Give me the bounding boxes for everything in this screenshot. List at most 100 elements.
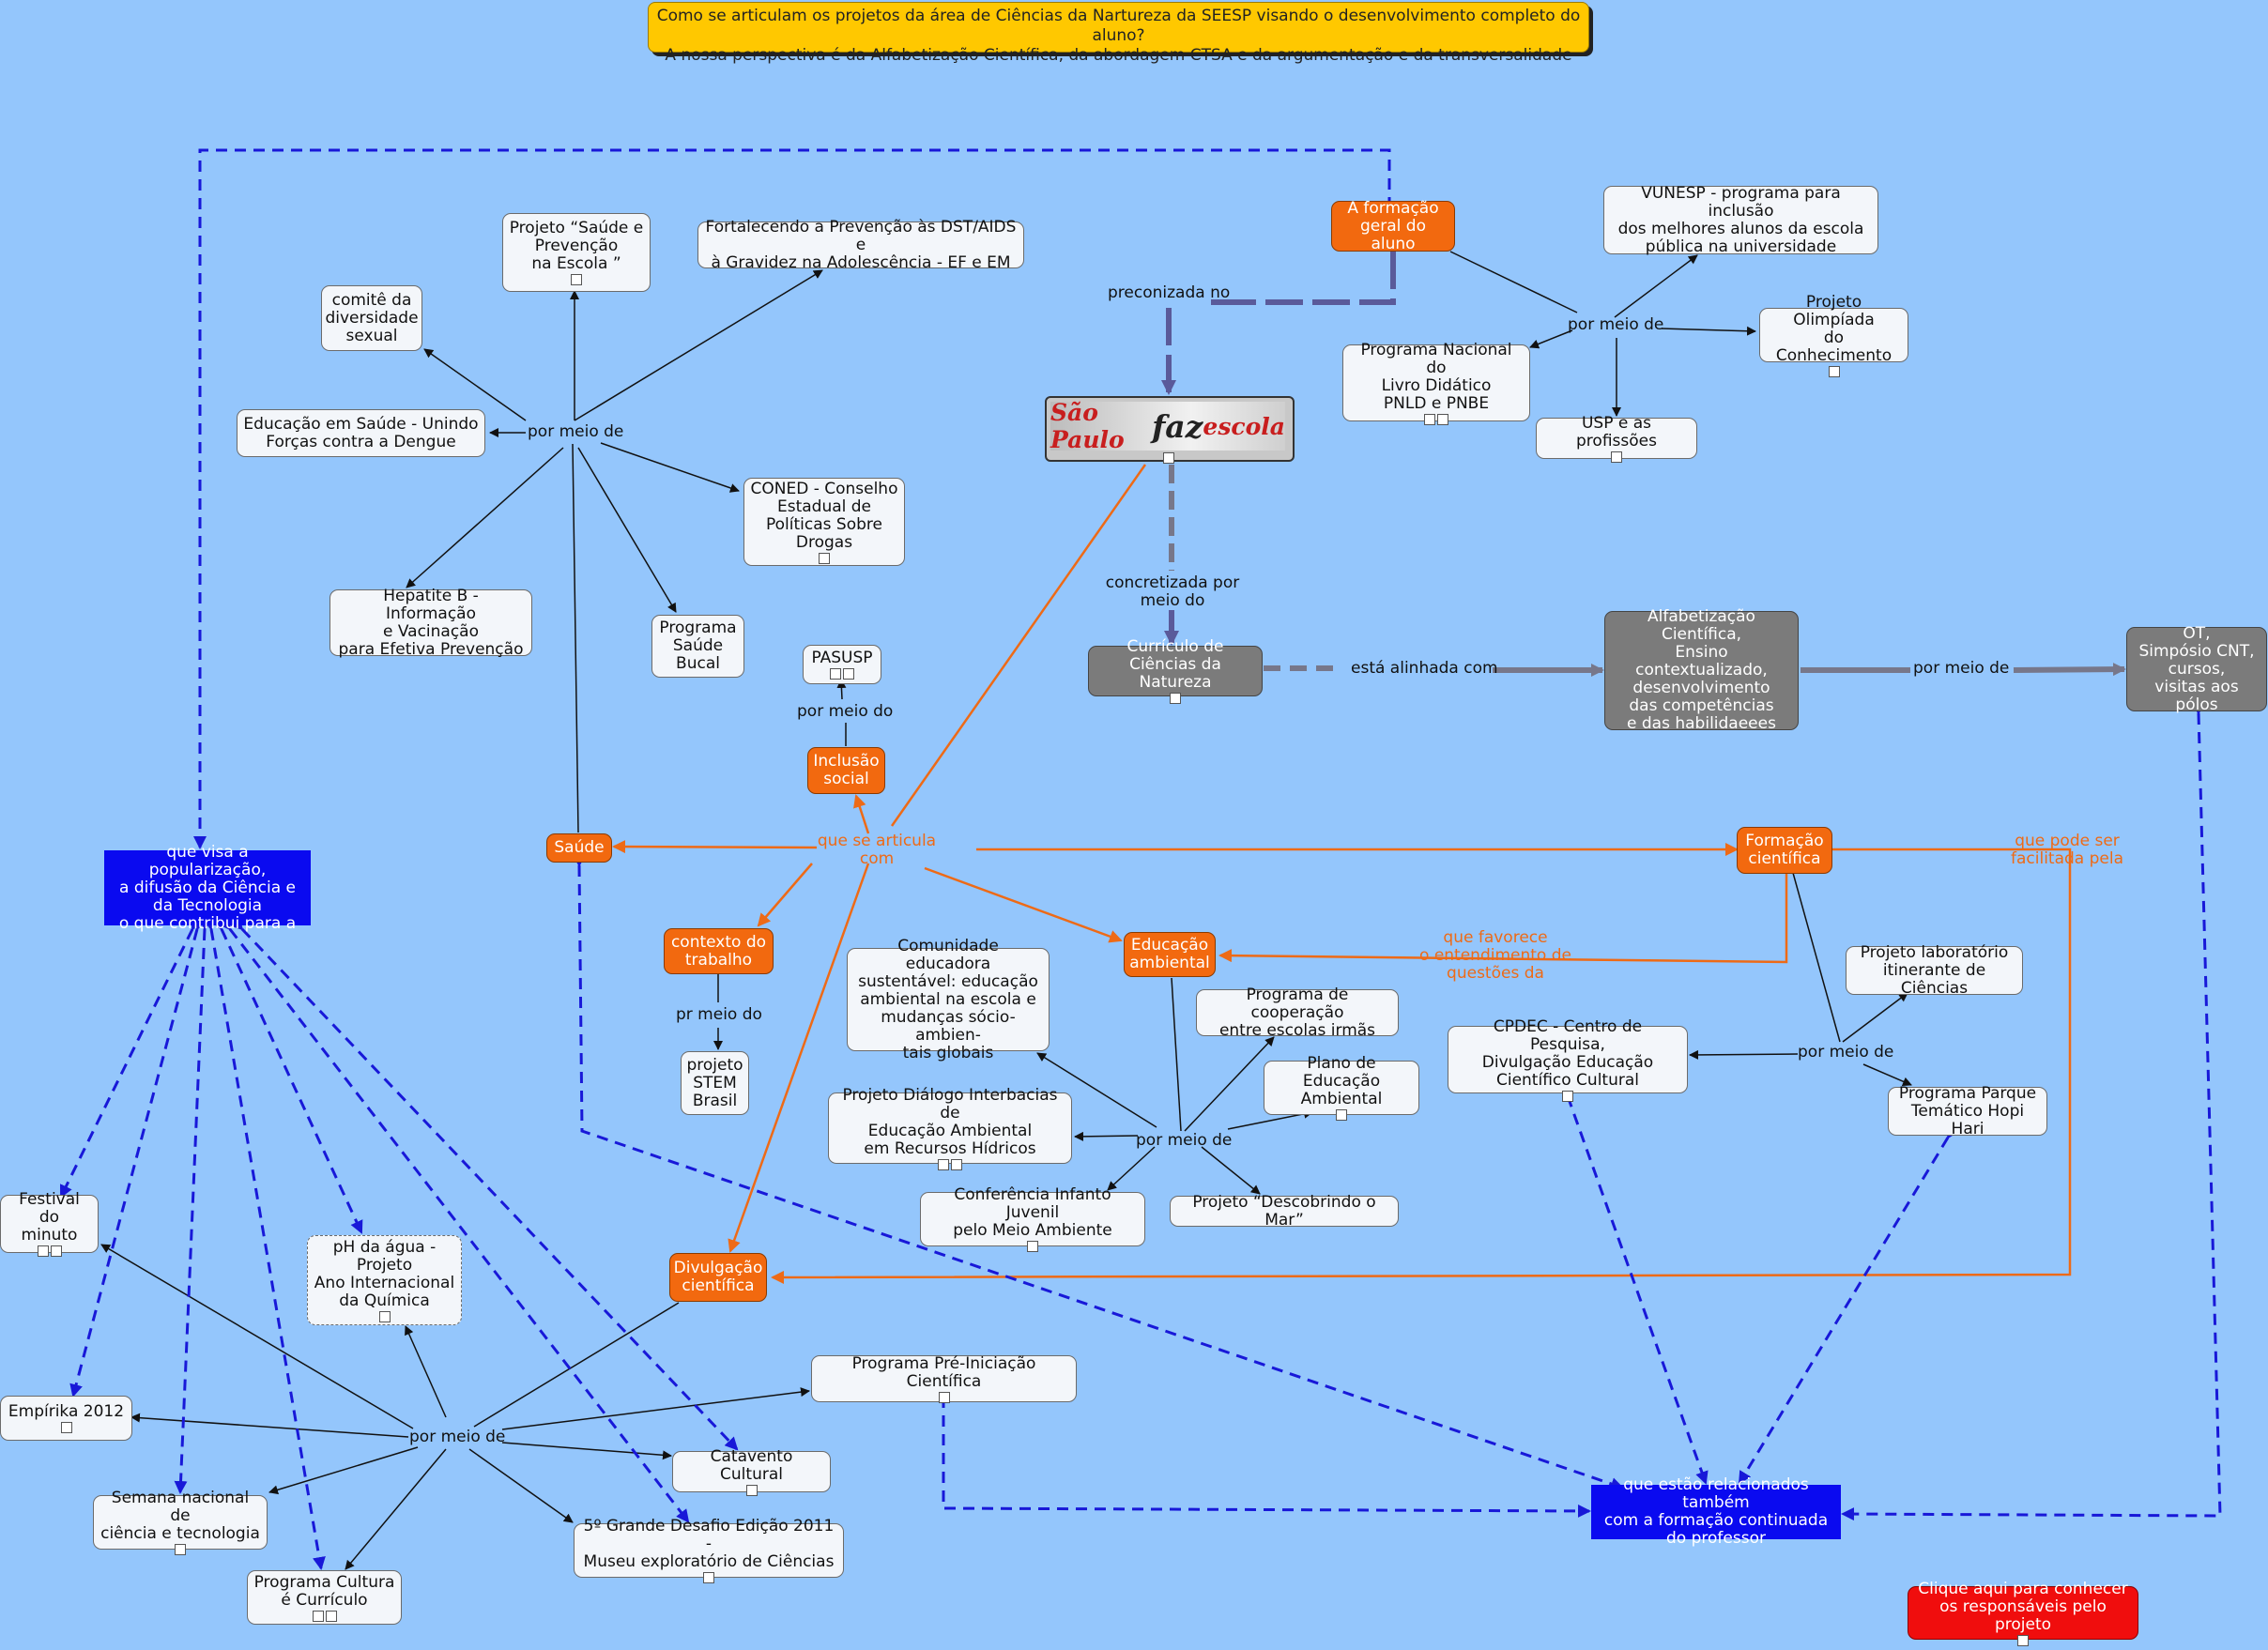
node-divulgacao-cientifica[interactable]: Divulgação científica	[669, 1253, 767, 1302]
node-text: Semana nacional de ciência e tecnologia	[100, 1489, 260, 1543]
link-label-por-meio-divulgacao: por meio de	[409, 1428, 506, 1446]
logo-text-a: São Paulo	[1050, 399, 1125, 453]
link-icon[interactable]	[843, 668, 854, 680]
node-popularizacao-ciencia[interactable]: que visa a popularização, a difusão da C…	[104, 843, 311, 932]
node-formacao-continuada[interactable]: que estão relacionados também com a form…	[1591, 1476, 1841, 1548]
node-text: Projeto laboratório itinerante de Ciênci…	[1860, 942, 2009, 998]
node-text: Projeto Diálogo Interbacias de Educação …	[842, 1085, 1058, 1158]
document-icon[interactable]	[378, 1310, 391, 1322]
node-hopi-hari[interactable]: Programa Parque Temático Hopi Hari	[1888, 1083, 2047, 1138]
node-text: Programa Pré-Iniciação Científica	[851, 1353, 1036, 1391]
node-cultura-curriculo[interactable]: Programa Cultura é Currículo	[247, 1570, 402, 1625]
link-icon[interactable]	[1437, 413, 1448, 425]
node-comunidade-educadora[interactable]: Comunidade educadora sustentável: educaç…	[847, 937, 1050, 1062]
link-icon[interactable]	[1562, 1090, 1573, 1102]
document-icon[interactable]	[819, 552, 830, 564]
node-ph-agua[interactable]: pH da água - Projeto Ano Internacional d…	[307, 1235, 462, 1325]
node-educacao-ambiental[interactable]: Educação ambiental	[1124, 932, 1216, 977]
node-empirika-2012[interactable]: Empírika 2012	[0, 1396, 132, 1441]
node-festival-minuto[interactable]: Festival do minuto	[0, 1191, 99, 1257]
node-text: comitê da diversidade sexual	[325, 290, 419, 345]
node-inclusao-social[interactable]: Inclusão social	[807, 747, 885, 794]
node-text: VUNESP - programa para inclusão dos melh…	[1617, 183, 1864, 256]
node-text: Educação ambiental	[1129, 936, 1210, 972]
node-livro-didatico[interactable]: Programa Nacional do Livro Didático PNLD…	[1342, 340, 1530, 425]
node-conferencia-infanto[interactable]: Conferência Infanto Juvenil pelo Meio Am…	[920, 1186, 1145, 1252]
document-icon[interactable]	[312, 1610, 324, 1622]
node-text: projeto STEM Brasil	[686, 1055, 743, 1110]
document-icon[interactable]	[37, 1245, 49, 1257]
document-icon[interactable]	[830, 668, 841, 680]
document-icon[interactable]	[60, 1422, 72, 1433]
node-semana-nacional[interactable]: Semana nacional de ciência e tecnologia	[93, 1490, 268, 1555]
node-fortalecendo-prevencao[interactable]: Fortalecendo a Prevenção às DST/AIDS e à…	[697, 218, 1024, 271]
node-contexto-trabalho[interactable]: contexto do trabalho	[664, 928, 774, 974]
link-label-concretizada: concretizada por meio do	[1105, 573, 1240, 610]
document-icon[interactable]	[1027, 1241, 1038, 1252]
node-text: Clique aqui para conhecer os responsávei…	[1918, 1579, 2128, 1634]
node-formacao-geral[interactable]: A formação geral do aluno	[1331, 199, 1455, 252]
node-alfabetizacao-cientifica[interactable]: Alfabetização Científica, Ensino context…	[1604, 607, 1799, 733]
node-usp-profissoes[interactable]: USP e as profissões	[1536, 414, 1697, 463]
link-icon[interactable]	[951, 1158, 962, 1170]
link-label-por-meio-ambiental: por meio de	[1136, 1131, 1233, 1150]
node-pre-iniciacao[interactable]: Programa Pré-Iniciação Científica	[811, 1353, 1077, 1403]
node-coned[interactable]: CONED - Conselho Estadual de Políticas S…	[743, 478, 905, 566]
link-icon[interactable]	[325, 1610, 337, 1622]
node-saude-prevencao-escola[interactable]: Projeto “Saúde e Prevenção na Escola ”	[502, 213, 651, 292]
document-icon[interactable]	[1163, 452, 1174, 464]
node-text: 5º Grande Desafio Edição 2011 - Museu ex…	[583, 1517, 835, 1571]
node-cpdec[interactable]: CPDEC - Centro de Pesquisa, Divulgação E…	[1448, 1017, 1688, 1102]
link-label-articula: que se articula com	[817, 832, 937, 868]
node-plano-educacao-ambiental[interactable]: Plano de Educação Ambiental	[1264, 1055, 1419, 1121]
node-pasusp[interactable]: PASUSP	[803, 645, 881, 684]
node-text: Currículo de Ciências da Natureza	[1126, 637, 1224, 692]
node-hepatite-b[interactable]: Hepatite B - Informação e Vacinação para…	[329, 587, 532, 658]
document-icon[interactable]	[1336, 1109, 1347, 1121]
document-icon[interactable]	[571, 274, 582, 285]
node-text: Plano de Educação Ambiental	[1300, 1054, 1383, 1108]
document-icon[interactable]	[1424, 413, 1435, 425]
node-catavento-cultural[interactable]: Catavento Cultural	[672, 1446, 831, 1496]
logo-text-c: escola	[1203, 412, 1285, 440]
node-stem-brasil[interactable]: projeto STEM Brasil	[681, 1051, 749, 1115]
node-clique-responsaveis[interactable]: Clique aqui para conhecer os responsávei…	[1908, 1580, 2138, 1646]
node-text: Empírika 2012	[8, 1402, 125, 1421]
node-text: Comunidade educadora sustentável: educaç…	[858, 936, 1038, 1062]
document-icon[interactable]	[1170, 693, 1181, 704]
node-text: Catavento Cultural	[710, 1446, 793, 1484]
node-comite-diversidade[interactable]: comitê da diversidade sexual	[321, 285, 422, 351]
document-icon[interactable]	[938, 1158, 949, 1170]
node-text: Alfabetização Científica, Ensino context…	[1627, 607, 1776, 733]
node-text: Programa Parque Temático Hopi Hari	[1898, 1083, 2037, 1138]
node-cooperacao-escolas[interactable]: Programa de cooperação entre escolas irm…	[1196, 985, 1399, 1039]
node-formacao-cientifica[interactable]: Formação científica	[1737, 827, 1832, 874]
node-text: OT, Simpósio CNT, cursos, visitas aos pó…	[2138, 623, 2255, 714]
link-icon[interactable]	[50, 1245, 62, 1257]
node-saude[interactable]: Saúde	[546, 833, 612, 863]
node-text: Programa Nacional do Livro Didático PNLD…	[1360, 340, 1512, 413]
node-curriculo-ciencias[interactable]: Currículo de Ciências da Natureza	[1088, 638, 1263, 704]
node-descobrindo-mar[interactable]: Projeto “Descobrindo o Mar”	[1170, 1193, 1399, 1229]
link-label-alinhada: está alinhada com	[1351, 659, 1498, 678]
node-laboratorio-itinerante[interactable]: Projeto laboratório itinerante de Ciênci…	[1846, 942, 2023, 998]
node-grande-desafio[interactable]: 5º Grande Desafio Edição 2011 - Museu ex…	[574, 1518, 844, 1583]
document-icon[interactable]	[745, 1484, 758, 1496]
document-icon[interactable]	[938, 1391, 950, 1403]
node-vunesp[interactable]: VUNESP - programa para inclusão dos melh…	[1603, 183, 1878, 256]
node-saude-bucal[interactable]: Programa Saúde Bucal	[651, 615, 744, 678]
node-dialogo-interbacias[interactable]: Projeto Diálogo Interbacias de Educação …	[828, 1086, 1072, 1170]
node-text: Educação em Saúde - Unindo Forças contra…	[243, 414, 479, 451]
link-label-por-meio-saude: por meio de	[528, 422, 624, 441]
document-icon[interactable]	[175, 1544, 186, 1555]
node-olimpiada[interactable]: Projeto Olimpíada do Conhecimento	[1759, 293, 1908, 377]
document-icon[interactable]	[703, 1572, 714, 1583]
node-text: Programa Cultura é Currículo	[253, 1572, 395, 1610]
document-icon[interactable]	[1611, 451, 1622, 463]
node-ot-simposio[interactable]: OT, Simpósio CNT, cursos, visitas aos pó…	[2126, 623, 2267, 714]
document-icon[interactable]	[2017, 1634, 2029, 1646]
logo-text-b: faz	[1152, 407, 1203, 445]
node-educacao-saude-dengue[interactable]: Educação em Saúde - Unindo Forças contra…	[237, 409, 485, 457]
document-icon[interactable]	[1828, 365, 1840, 377]
